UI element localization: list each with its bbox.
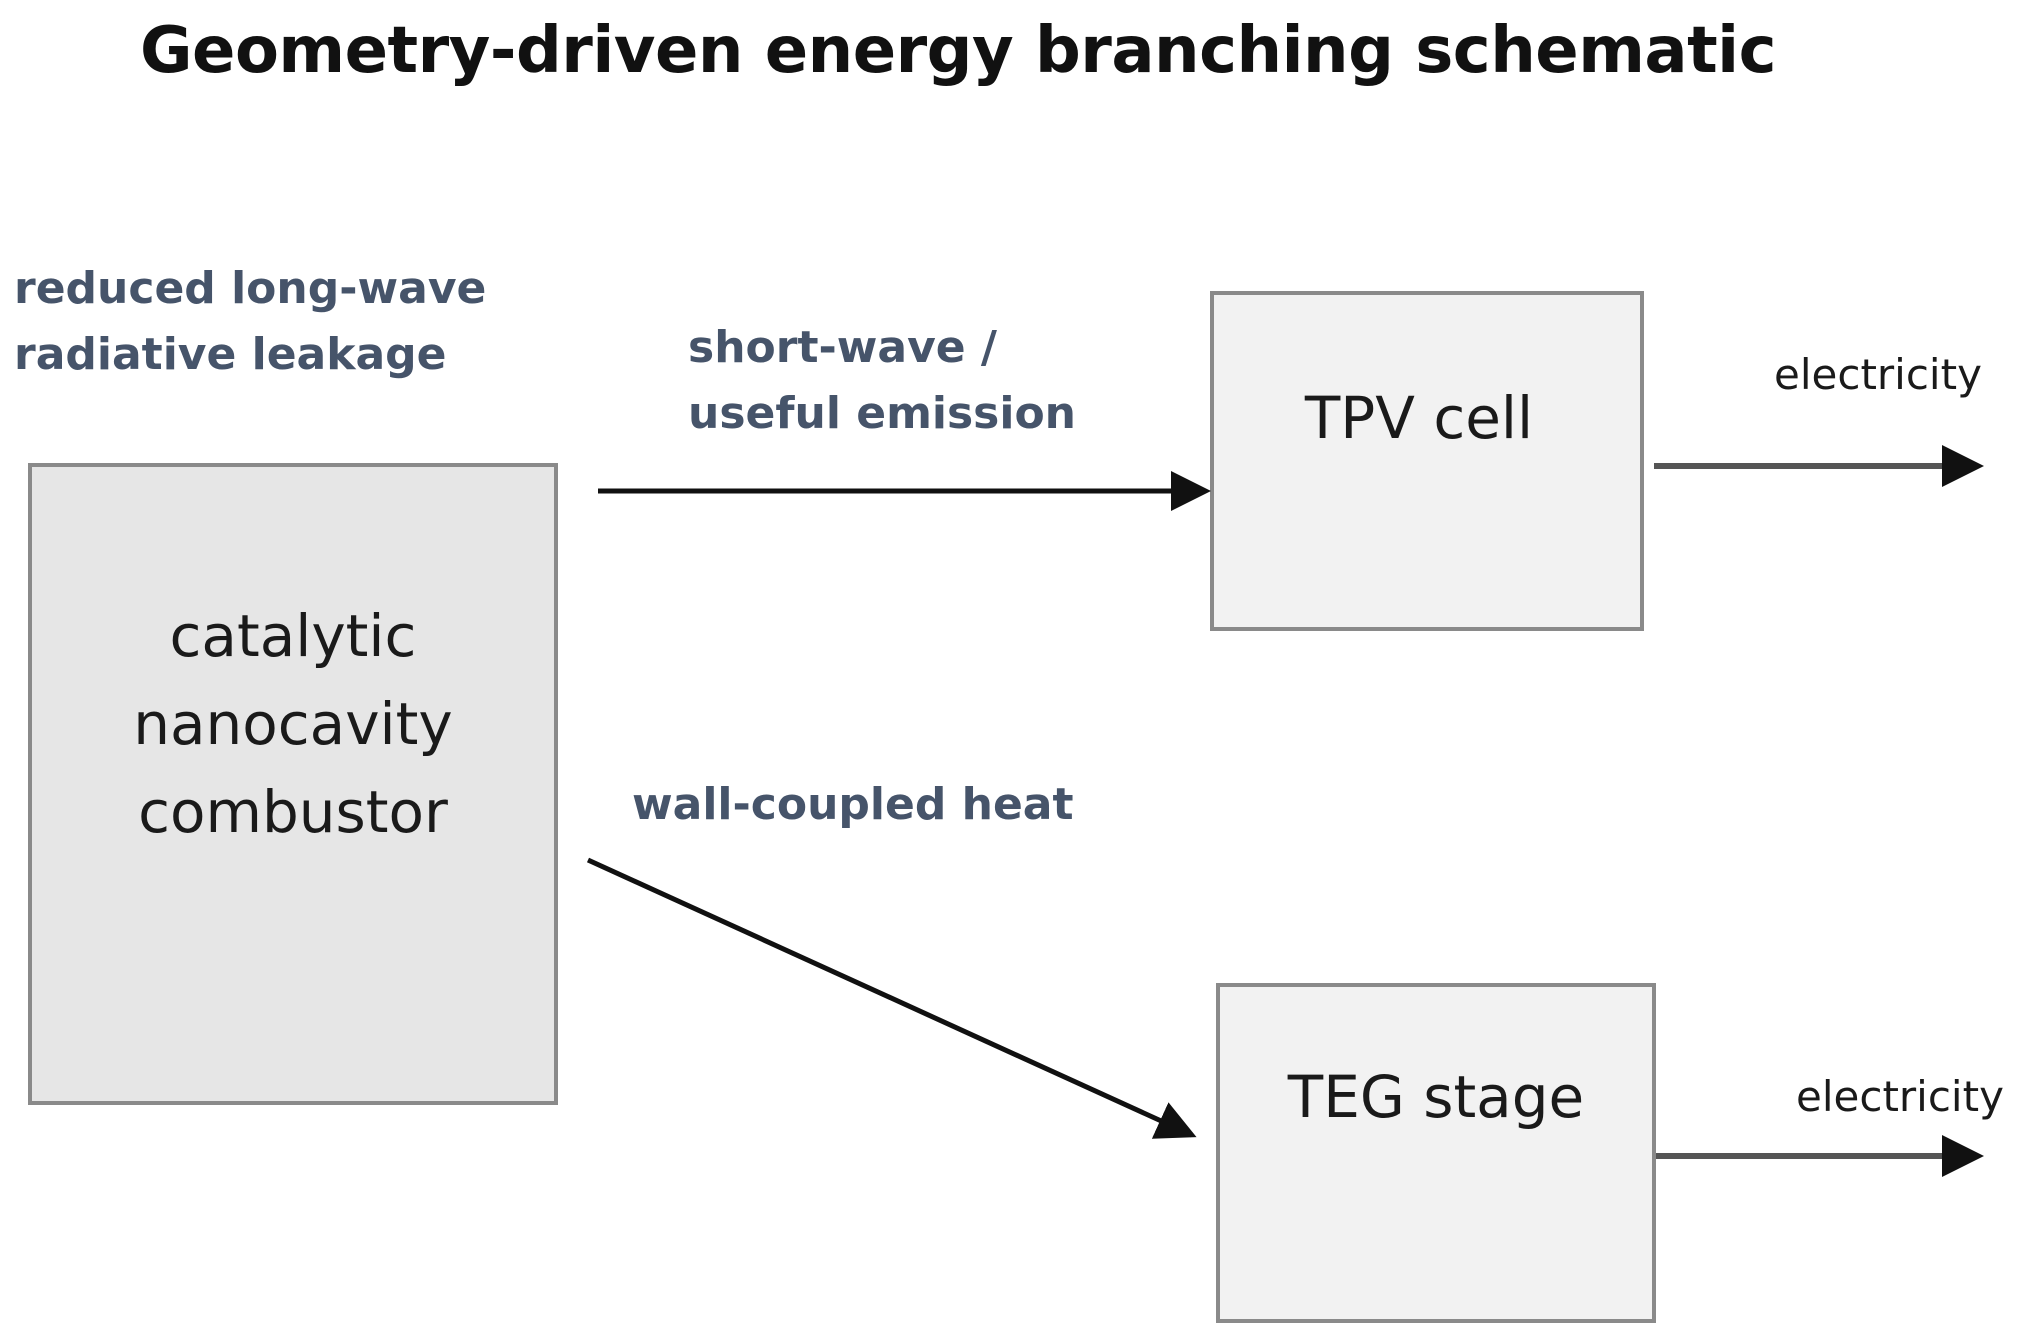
short-wave-note-line-2: useful emission	[688, 388, 1077, 439]
combustor-label-line-2: nanocavity	[133, 690, 453, 758]
tpv-output-label: electricity	[1774, 350, 1982, 399]
leakage-note-line-2: radiative leakage	[14, 329, 447, 380]
short-wave-note-line-1: short-wave /	[688, 322, 997, 373]
wall-heat-note: wall-coupled heat	[632, 779, 1074, 830]
combustor-label: catalytic nanocavity combustor	[133, 592, 452, 856]
diagram-title: Geometry-driven energy branching schemat…	[140, 14, 1777, 88]
combustor-label-line-3: combustor	[138, 778, 448, 846]
teg-stage-box: TEG stage	[1216, 983, 1656, 1323]
teg-stage-label: TEG stage	[1287, 1063, 1585, 1131]
teg-output-label: electricity	[1796, 1072, 2004, 1121]
tpv-cell-label: TPV cell	[1304, 384, 1534, 452]
leakage-note: reduced long-wave radiative leakage	[14, 256, 486, 388]
leakage-note-line-1: reduced long-wave	[14, 263, 487, 314]
wall-heat-arrow	[586, 857, 1197, 1139]
combustor-label-line-1: catalytic	[169, 602, 417, 670]
combustor-box: catalytic nanocavity combustor	[28, 463, 558, 1105]
short-wave-note: short-wave / useful emission	[688, 315, 1076, 447]
tpv-cell-box: TPV cell	[1210, 291, 1644, 631]
